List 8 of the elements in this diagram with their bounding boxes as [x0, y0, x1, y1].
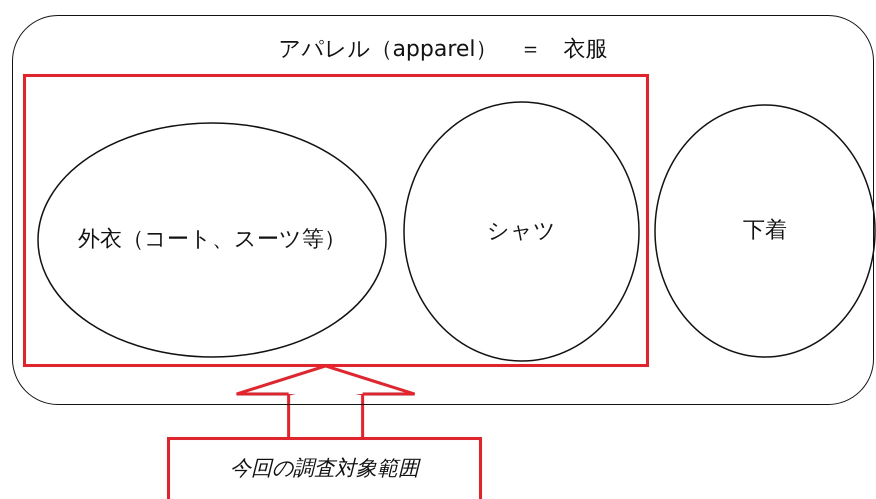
title-text: アパレル（apparel） ＝ 衣服: [277, 36, 609, 64]
category-label: シャツ: [486, 218, 557, 246]
rounded-frame: [12, 15, 874, 405]
category-label: 外衣（コート、スーツ等）: [77, 226, 347, 254]
scope-box: [167, 437, 482, 499]
scope-rectangle: [23, 74, 649, 367]
category-label: 下着: [742, 217, 788, 246]
scope-label: 今回の調査対象範囲: [229, 455, 422, 482]
